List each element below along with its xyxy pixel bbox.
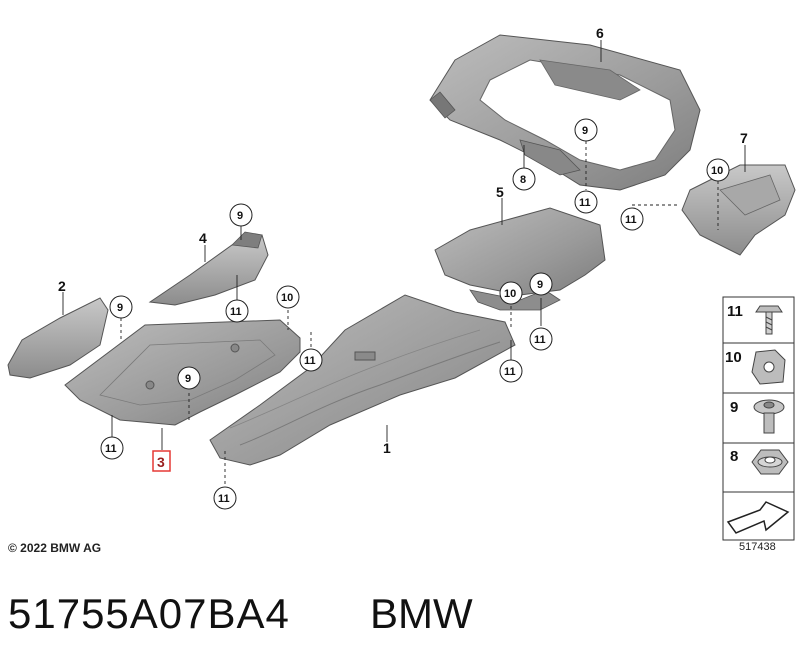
callout-7: 7 <box>740 130 748 146</box>
svg-text:10: 10 <box>504 288 516 300</box>
circle-11-c: 11 <box>225 299 249 323</box>
circle-9-a: 9 <box>574 118 598 142</box>
part-2-side-panel <box>7 297 109 379</box>
circle-9-d: 9 <box>177 366 201 390</box>
svg-text:11: 11 <box>579 197 591 209</box>
copyright-notice: © 2022 BMW AG <box>8 541 102 555</box>
circle-11-a: 11 <box>574 190 598 214</box>
svg-text:11: 11 <box>504 366 516 378</box>
callout-4: 4 <box>199 230 207 246</box>
svg-text:9: 9 <box>582 125 588 137</box>
svg-text:11: 11 <box>304 355 316 367</box>
circle-10-b: 10 <box>276 285 300 309</box>
svg-text:9: 9 <box>185 373 191 385</box>
svg-text:9: 9 <box>537 279 543 291</box>
circle-11-f: 11 <box>213 486 237 510</box>
svg-text:10: 10 <box>711 165 723 177</box>
circle-11-e: 11 <box>299 348 323 372</box>
svg-text:11: 11 <box>534 334 546 346</box>
hex-nut-icon <box>751 449 789 475</box>
callout-5: 5 <box>496 184 504 200</box>
svg-text:11: 11 <box>105 443 117 455</box>
callout-6: 6 <box>596 25 604 41</box>
fastener-legend: 11 10 9 8 <box>722 296 795 541</box>
part-number: 51755A07BA4 <box>8 590 290 637</box>
diagram-reference-number: 517438 <box>739 541 776 553</box>
circle-11-b: 11 <box>620 207 644 231</box>
part-4-strip <box>148 231 269 306</box>
callout-labels: 1 2 4 5 6 7 3 <box>58 25 748 472</box>
svg-text:9: 9 <box>237 210 243 222</box>
circle-8: 8 <box>512 167 536 191</box>
svg-text:11: 11 <box>218 493 230 505</box>
brand-label: BMW <box>370 590 473 637</box>
circle-10-a: 10 <box>706 158 730 182</box>
callout-3-highlight-box <box>152 450 171 472</box>
circle-10-c: 10 <box>499 281 523 305</box>
legend-row-9: 9 <box>730 399 785 434</box>
svg-text:11: 11 <box>625 214 637 226</box>
svg-text:9: 9 <box>117 302 123 314</box>
svg-text:9: 9 <box>730 399 738 416</box>
legend-row-11: 11 <box>727 303 783 335</box>
circle-9-e: 9 <box>529 272 553 296</box>
legend-row-8: 8 <box>730 448 789 475</box>
callout-1: 1 <box>383 440 391 456</box>
svg-text:11: 11 <box>230 306 242 318</box>
circle-11-g: 11 <box>529 327 553 351</box>
screw-icon <box>755 305 783 335</box>
svg-text:10: 10 <box>281 292 293 304</box>
circle-9-b: 9 <box>229 203 253 227</box>
legend-row-10: 10 <box>725 349 786 385</box>
part-5-center-shield <box>434 207 606 311</box>
svg-text:11: 11 <box>727 303 743 320</box>
svg-text:8: 8 <box>520 174 526 186</box>
leader-lines <box>62 40 746 484</box>
callout-2: 2 <box>58 278 66 294</box>
part-7-side-bracket <box>681 164 796 256</box>
circle-11-h: 11 <box>499 359 523 383</box>
clip-nut-icon <box>751 349 786 385</box>
arrow-icon <box>726 501 790 534</box>
fastener-callouts: 8 9 9 9 9 9 10 10 10 11 11 11 11 11 11 1… <box>100 118 730 510</box>
callout-3: 3 <box>157 454 165 470</box>
circle-9-c: 9 <box>109 295 133 319</box>
circle-11-d: 11 <box>100 436 124 460</box>
svg-text:8: 8 <box>730 448 738 465</box>
expanding-rivet-icon <box>753 399 785 434</box>
svg-text:10: 10 <box>725 349 742 366</box>
part-6-rear-panel <box>429 34 701 191</box>
part-1-main-shield <box>209 294 516 466</box>
